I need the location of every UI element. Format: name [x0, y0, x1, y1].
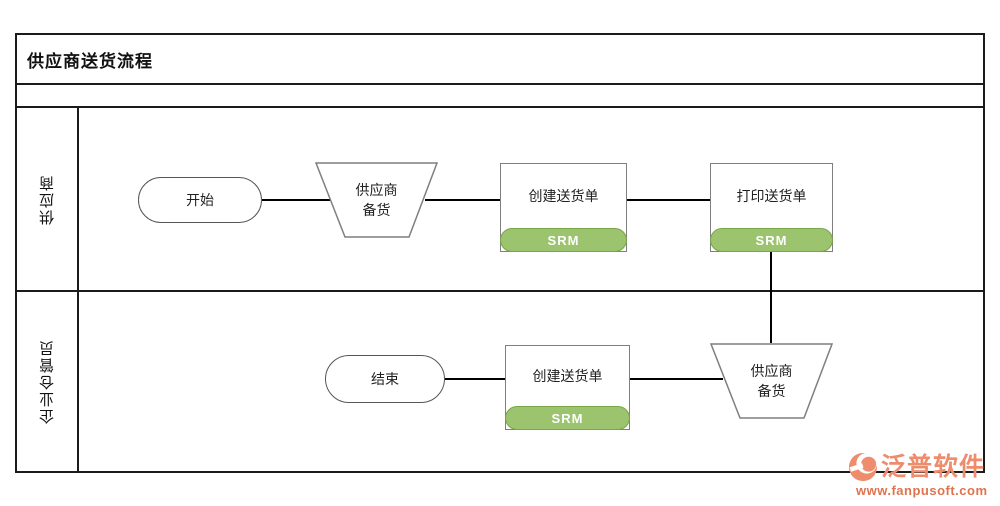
lanes: 供应商 企业仓管员	[17, 108, 983, 471]
spacer-band	[17, 85, 983, 108]
node-create-delivery-note-bottom: 创建送货单 SRM	[505, 345, 630, 430]
node-start-label: 开始	[186, 192, 214, 208]
connector-print-to-prep-bottom	[770, 252, 772, 343]
node-end: 结束	[325, 355, 445, 403]
swimlane-frame: 供应商送货流程 供应商 企业仓管员	[15, 33, 985, 473]
srm-badge-label: SRM	[755, 232, 788, 248]
lane-warehouse-manager-label-cell: 企业仓管员	[17, 292, 79, 471]
node-supplier-stocking-bottom: 供应商 备货	[710, 343, 833, 419]
lane-supplier-label-cell: 供应商	[17, 108, 79, 290]
watermark-url: www.fanpusoft.com	[856, 483, 988, 498]
watermark-brand: 泛普软件	[881, 452, 986, 481]
lane-supplier: 供应商	[17, 108, 983, 292]
node-create-delivery-note-bottom-label: 创建送货单	[532, 367, 603, 384]
connector-prep-to-create	[425, 199, 500, 201]
watermark: 泛普软件 www.fanpusoft.com	[848, 452, 993, 498]
lane-warehouse-manager-label: 企业仓管员	[38, 339, 56, 424]
lane-supplier-label: 供应商	[38, 173, 56, 225]
lane-warehouse-manager: 企业仓管员	[17, 292, 983, 471]
connector-start-to-prep	[262, 199, 330, 201]
node-end-label: 结束	[371, 371, 399, 387]
node-supplier-stocking-bottom-label: 供应商 备货	[750, 362, 793, 399]
diagram-title-row: 供应商送货流程	[17, 35, 983, 85]
srm-badge: SRM	[710, 228, 833, 252]
diagram-title: 供应商送货流程	[27, 51, 153, 71]
node-print-delivery-note-label: 打印送货单	[736, 187, 807, 204]
connector-create-to-print	[627, 199, 710, 201]
srm-badge-label: SRM	[547, 232, 580, 248]
connector-prep-bottom-to-create-bottom	[630, 378, 723, 380]
trapezoid-shape	[710, 343, 833, 419]
node-print-delivery-note: 打印送货单 SRM	[710, 163, 833, 252]
connector-create-bottom-to-end	[445, 378, 505, 380]
node-start: 开始	[138, 177, 262, 223]
fanpu-logo-icon	[848, 452, 878, 482]
node-create-delivery-note-top-label: 创建送货单	[528, 187, 599, 204]
node-supplier-stocking-top: 供应商 备货	[315, 162, 438, 238]
trapezoid-shape	[315, 162, 438, 238]
node-create-delivery-note-top: 创建送货单 SRM	[500, 163, 627, 252]
srm-badge: SRM	[500, 228, 627, 252]
srm-badge-label: SRM	[551, 410, 584, 426]
node-supplier-stocking-top-label: 供应商 备货	[355, 181, 398, 218]
srm-badge: SRM	[505, 406, 630, 430]
